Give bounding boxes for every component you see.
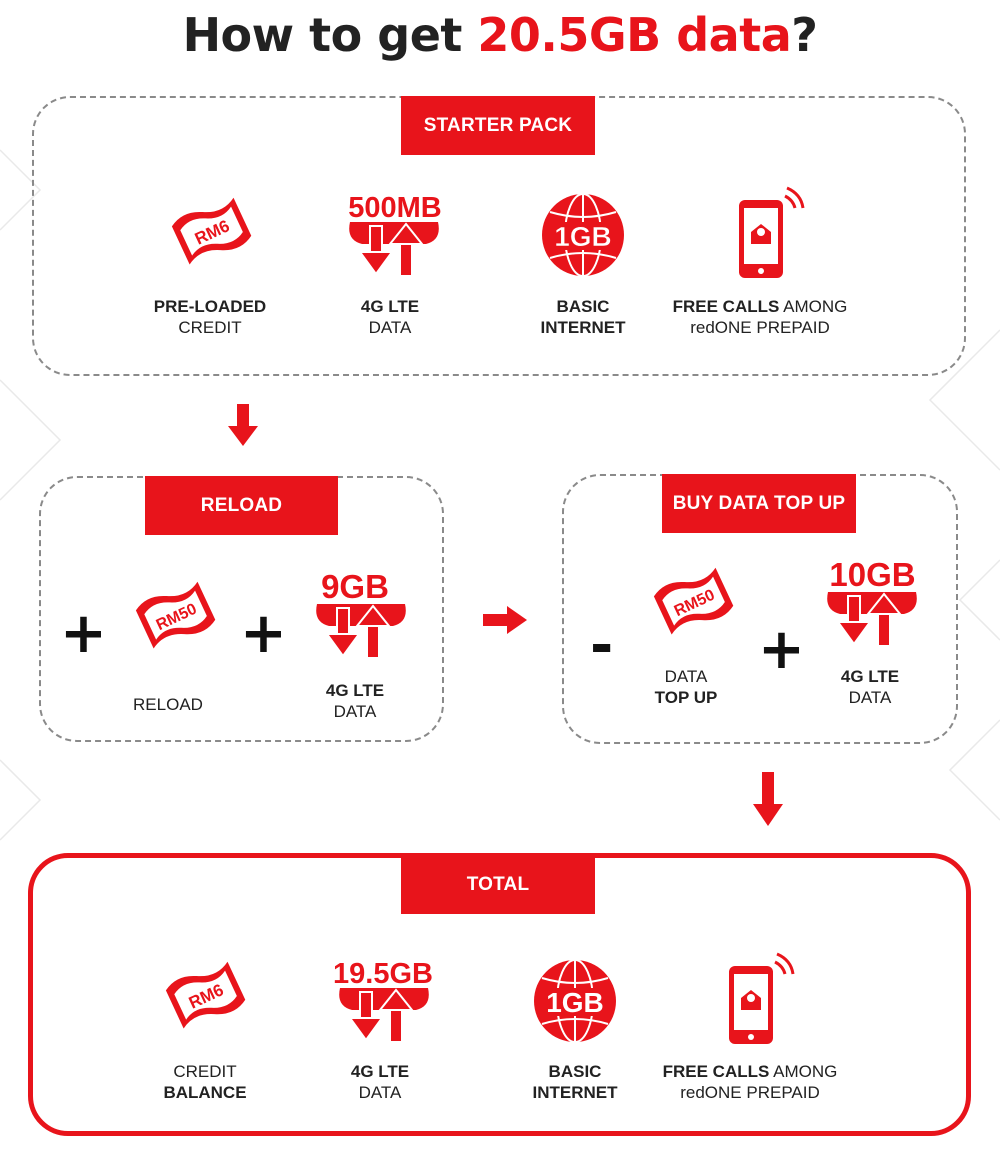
banknote-icon: RM6 <box>171 197 252 265</box>
minus-sign: - <box>590 613 614 678</box>
total-banner: TOTAL <box>401 855 595 914</box>
starter-data-amount: 500MB <box>348 192 442 224</box>
banknote-icon: RM50 <box>135 581 216 649</box>
phone-icon <box>729 952 795 1044</box>
plus-sign: + <box>758 617 805 682</box>
right-arrow-icon <box>483 606 527 634</box>
starter-pack-banner: STARTER PACK <box>401 96 595 155</box>
down-arrow-icon <box>753 772 783 826</box>
banknote-icon: RM6 <box>165 961 246 1029</box>
phone-icon <box>739 186 805 278</box>
page-title: How to get 20.5GB data? <box>182 8 818 62</box>
svg-text:1GB: 1GB <box>546 987 604 1018</box>
down-arrow-icon <box>228 404 258 446</box>
reload-credit-caption: RELOAD <box>133 695 203 714</box>
data-cloud-icon <box>827 592 917 647</box>
data-cloud-icon <box>349 222 439 277</box>
reload-banner: RELOAD <box>145 476 338 535</box>
reload-data-amount: 9GB <box>321 568 389 605</box>
topup-banner: BUY DATA TOP UP <box>662 474 856 533</box>
topup-data-amount: 10GB <box>829 556 916 593</box>
globe-icon: 1GB <box>534 959 616 1043</box>
title-highlight: 20.5GB data <box>477 8 792 62</box>
globe-icon: 1GB <box>542 193 624 277</box>
data-cloud-icon <box>339 988 429 1043</box>
total-data-amount: 19.5GB <box>333 958 433 990</box>
data-cloud-icon <box>316 604 406 659</box>
plus-sign: + <box>60 601 107 666</box>
banknote-icon: RM50 <box>653 567 734 635</box>
plus-sign: + <box>240 601 287 666</box>
svg-text:1GB: 1GB <box>554 221 612 252</box>
